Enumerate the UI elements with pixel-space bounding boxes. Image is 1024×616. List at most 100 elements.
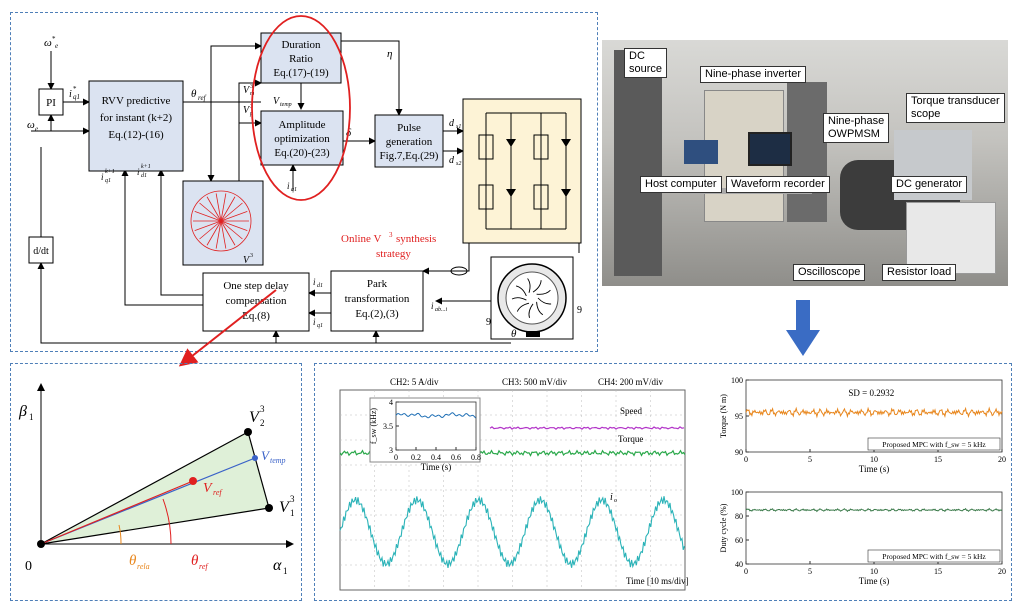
svg-text:1: 1 [29,412,34,422]
svg-text:q1: q1 [73,93,80,101]
motor-coil [537,297,552,305]
rvv-line-2: for instant (k+2) [100,112,173,124]
delay-compensation-block [202,272,310,332]
ds1-label: d [449,118,455,129]
rvv-line-1: RVV predictive [102,95,171,107]
chart-legend: Proposed MPC with f_sw = 5 kHz [882,440,986,449]
photo-monitor [748,132,792,166]
phase-count-a: 9 [486,317,491,328]
vector-spoke [220,220,248,231]
delay-line-2: compensation [225,295,287,307]
park-line-2: transformation [345,293,410,305]
vector-spoke [220,193,227,222]
highlight-ellipse [251,15,351,201]
online-strategy-line-2: synthesis [396,233,436,245]
id1k1-label: i [137,167,140,177]
x-tick-label: 5 [808,567,812,576]
chart-annotation: SD = 0.2932 [848,388,894,398]
chart-legend: Proposed MPC with f_sw = 5 kHz [882,552,986,561]
iq1k1-label: i [101,172,104,182]
chart-frame [395,401,477,451]
vtemp-label: V [261,448,271,463]
park-transformation-block [330,270,424,332]
y-tick-label: 80 [735,512,743,521]
x-tick-label: 0.8 [471,453,481,462]
svg-text:k+1: k+1 [141,164,151,170]
ch4-label: CH4: 200 mV/div [598,377,664,387]
alpha-axis-label: α [273,557,282,574]
results-panel [314,363,1012,601]
x-tick-label: 0.6 [451,453,461,462]
v1-label: V [279,499,291,516]
y-tick-label: 100 [731,376,743,385]
svg-text:rela: rela [137,562,150,571]
duration-line-3: Eq.(17)-(19) [273,67,329,79]
x-tick-label: 10 [870,455,878,464]
online-strategy-line-1: Online V [341,233,381,245]
motor-coil [532,280,542,293]
ddt-block [28,236,54,264]
vector-spoke [194,220,222,231]
vector-diagram: β 1 α 1 0 V 2 3 V 1 3 V temp V ref θ rel… [18,383,295,576]
svg-text:d1: d1 [141,173,147,179]
svg-text:d1: d1 [317,283,323,289]
vector-spoke [215,193,222,222]
iq1k-label: i [313,317,316,327]
time-div-label: Time [10 ms/div] [626,576,689,586]
svg-text:q1: q1 [291,187,297,193]
io-label: i [610,492,613,503]
iq1-star-amp-label: i [287,181,290,191]
svg-text:q1: q1 [317,323,323,329]
amplitude-optimization-block [260,110,344,166]
svg-text:3: 3 [290,494,295,504]
svg-text:3: 3 [260,404,265,414]
svg-text:2: 2 [260,418,265,428]
photo-cabinet-left [614,50,662,276]
vector-spoke [199,202,222,222]
y-tick-label: 90 [735,448,743,457]
svg-text:p: p [249,111,253,117]
x-tick-label: 0 [394,453,398,462]
label-resistor-load: Resistor load [882,264,957,281]
v2-label: V [249,409,261,426]
x-tick-label: 0.2 [411,453,421,462]
svg-text:o: o [614,498,617,504]
vector-spoke [199,220,222,240]
park-line-1: Park [367,278,388,290]
svg-text:temp: temp [280,102,292,108]
pulse-line-3: Fig.7,Eq.(29) [380,150,439,162]
vector-spoke [206,196,222,222]
svg-text:s2: s2 [456,161,461,167]
down-arrow-icon [786,300,820,356]
vm-label: V [243,85,251,96]
photo-rack [787,82,827,222]
svg-text:temp: temp [270,456,286,465]
vtemp-label: V [273,96,281,107]
svg-text:k+1: k+1 [105,169,115,175]
zoom-arrow [178,289,277,367]
x-tick-label: 0 [744,455,748,464]
vector-spoke [215,220,222,249]
oscilloscope-screen: CH2: 5 A/div CH3: 500 mV/div CH4: 200 mV… [339,377,689,591]
iq1-star-label: i [69,89,72,100]
vector-spoke [220,220,243,240]
series-line [745,507,1003,513]
motor-coil [528,303,534,318]
omega-ref-label: ω [44,37,52,49]
label-oscilloscope: Oscilloscope [793,264,866,281]
omega-e-label: ω [27,119,35,131]
svg-text:e: e [35,125,38,133]
theta-ref-label: θ [191,88,197,100]
motor-coil [515,285,527,297]
vector-spoke [220,220,227,249]
x-tick-label: 15 [934,455,942,464]
svg-text:*: * [73,85,77,93]
vector-spoke [194,211,222,222]
amplitude-line-3: Eq.(20)-(23) [274,147,330,159]
y-tick-label: 4 [389,398,393,407]
phase-count-b: 9 [577,305,582,316]
x-tick-label: 20 [998,567,1006,576]
svg-text:ref: ref [198,94,207,102]
